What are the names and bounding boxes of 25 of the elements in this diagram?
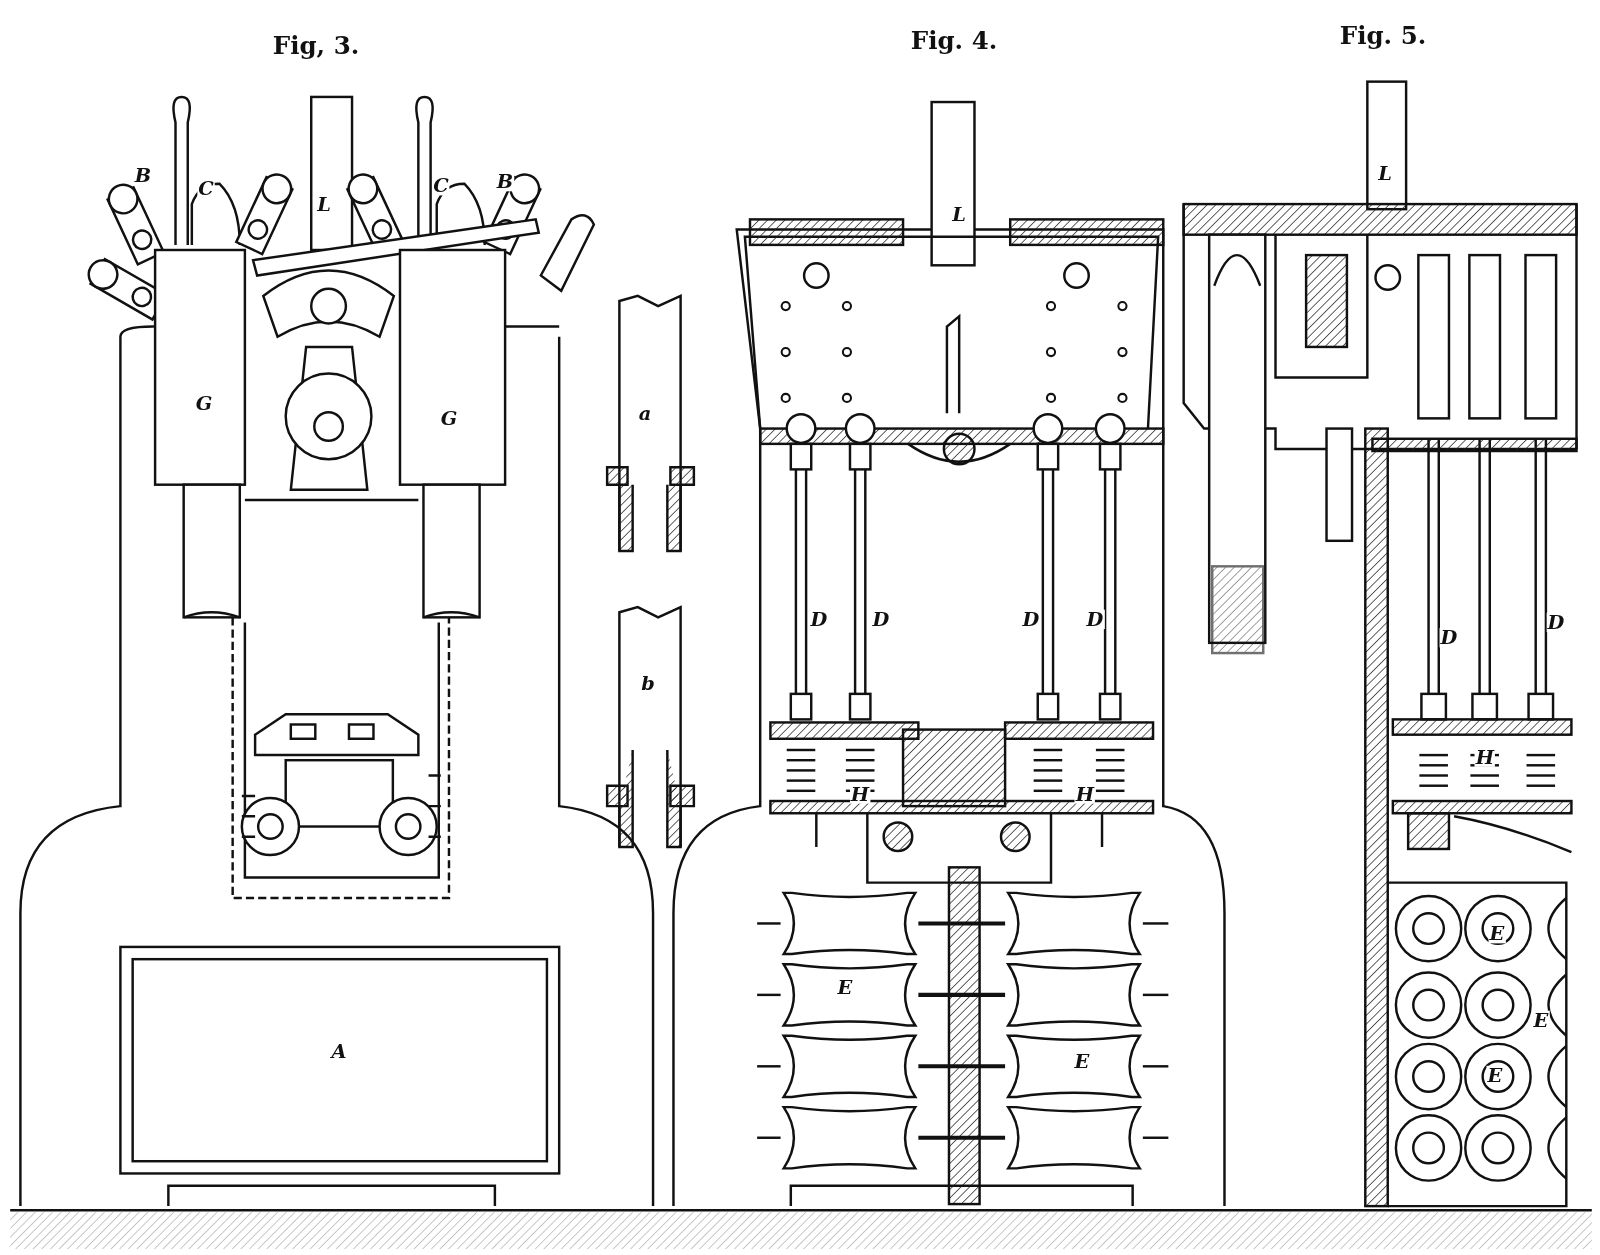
part-letter: L: [1377, 163, 1393, 183]
part-letter: H: [1074, 784, 1096, 804]
part-letter: D: [809, 609, 829, 629]
part-letter: D: [1021, 609, 1041, 629]
part-letter: H: [849, 784, 871, 804]
part-letter: D: [1439, 628, 1459, 648]
part-letter: E: [1532, 1010, 1550, 1030]
part-letter: A: [330, 1041, 348, 1061]
figure-caption: Fig. 4.: [910, 28, 998, 54]
figure-caption: Fig, 3.: [272, 33, 360, 59]
part-letter: D: [871, 609, 891, 629]
part-letter: G: [439, 408, 459, 428]
part-letter: H: [1474, 747, 1496, 767]
part-letter: E: [1488, 924, 1506, 944]
part-letter: C: [197, 179, 215, 199]
part-letter: L: [316, 194, 332, 214]
part-letter: D: [1546, 612, 1566, 632]
part-letter: C: [432, 176, 450, 196]
part-letter: L: [951, 204, 967, 224]
part-letter: B: [495, 172, 515, 192]
part-letter: E: [1073, 1051, 1091, 1071]
part-letter: E: [1486, 1066, 1504, 1086]
part-letter: D: [1085, 609, 1105, 629]
figure-caption: Fig. 5.: [1339, 23, 1427, 49]
part-letter: G: [194, 393, 214, 413]
